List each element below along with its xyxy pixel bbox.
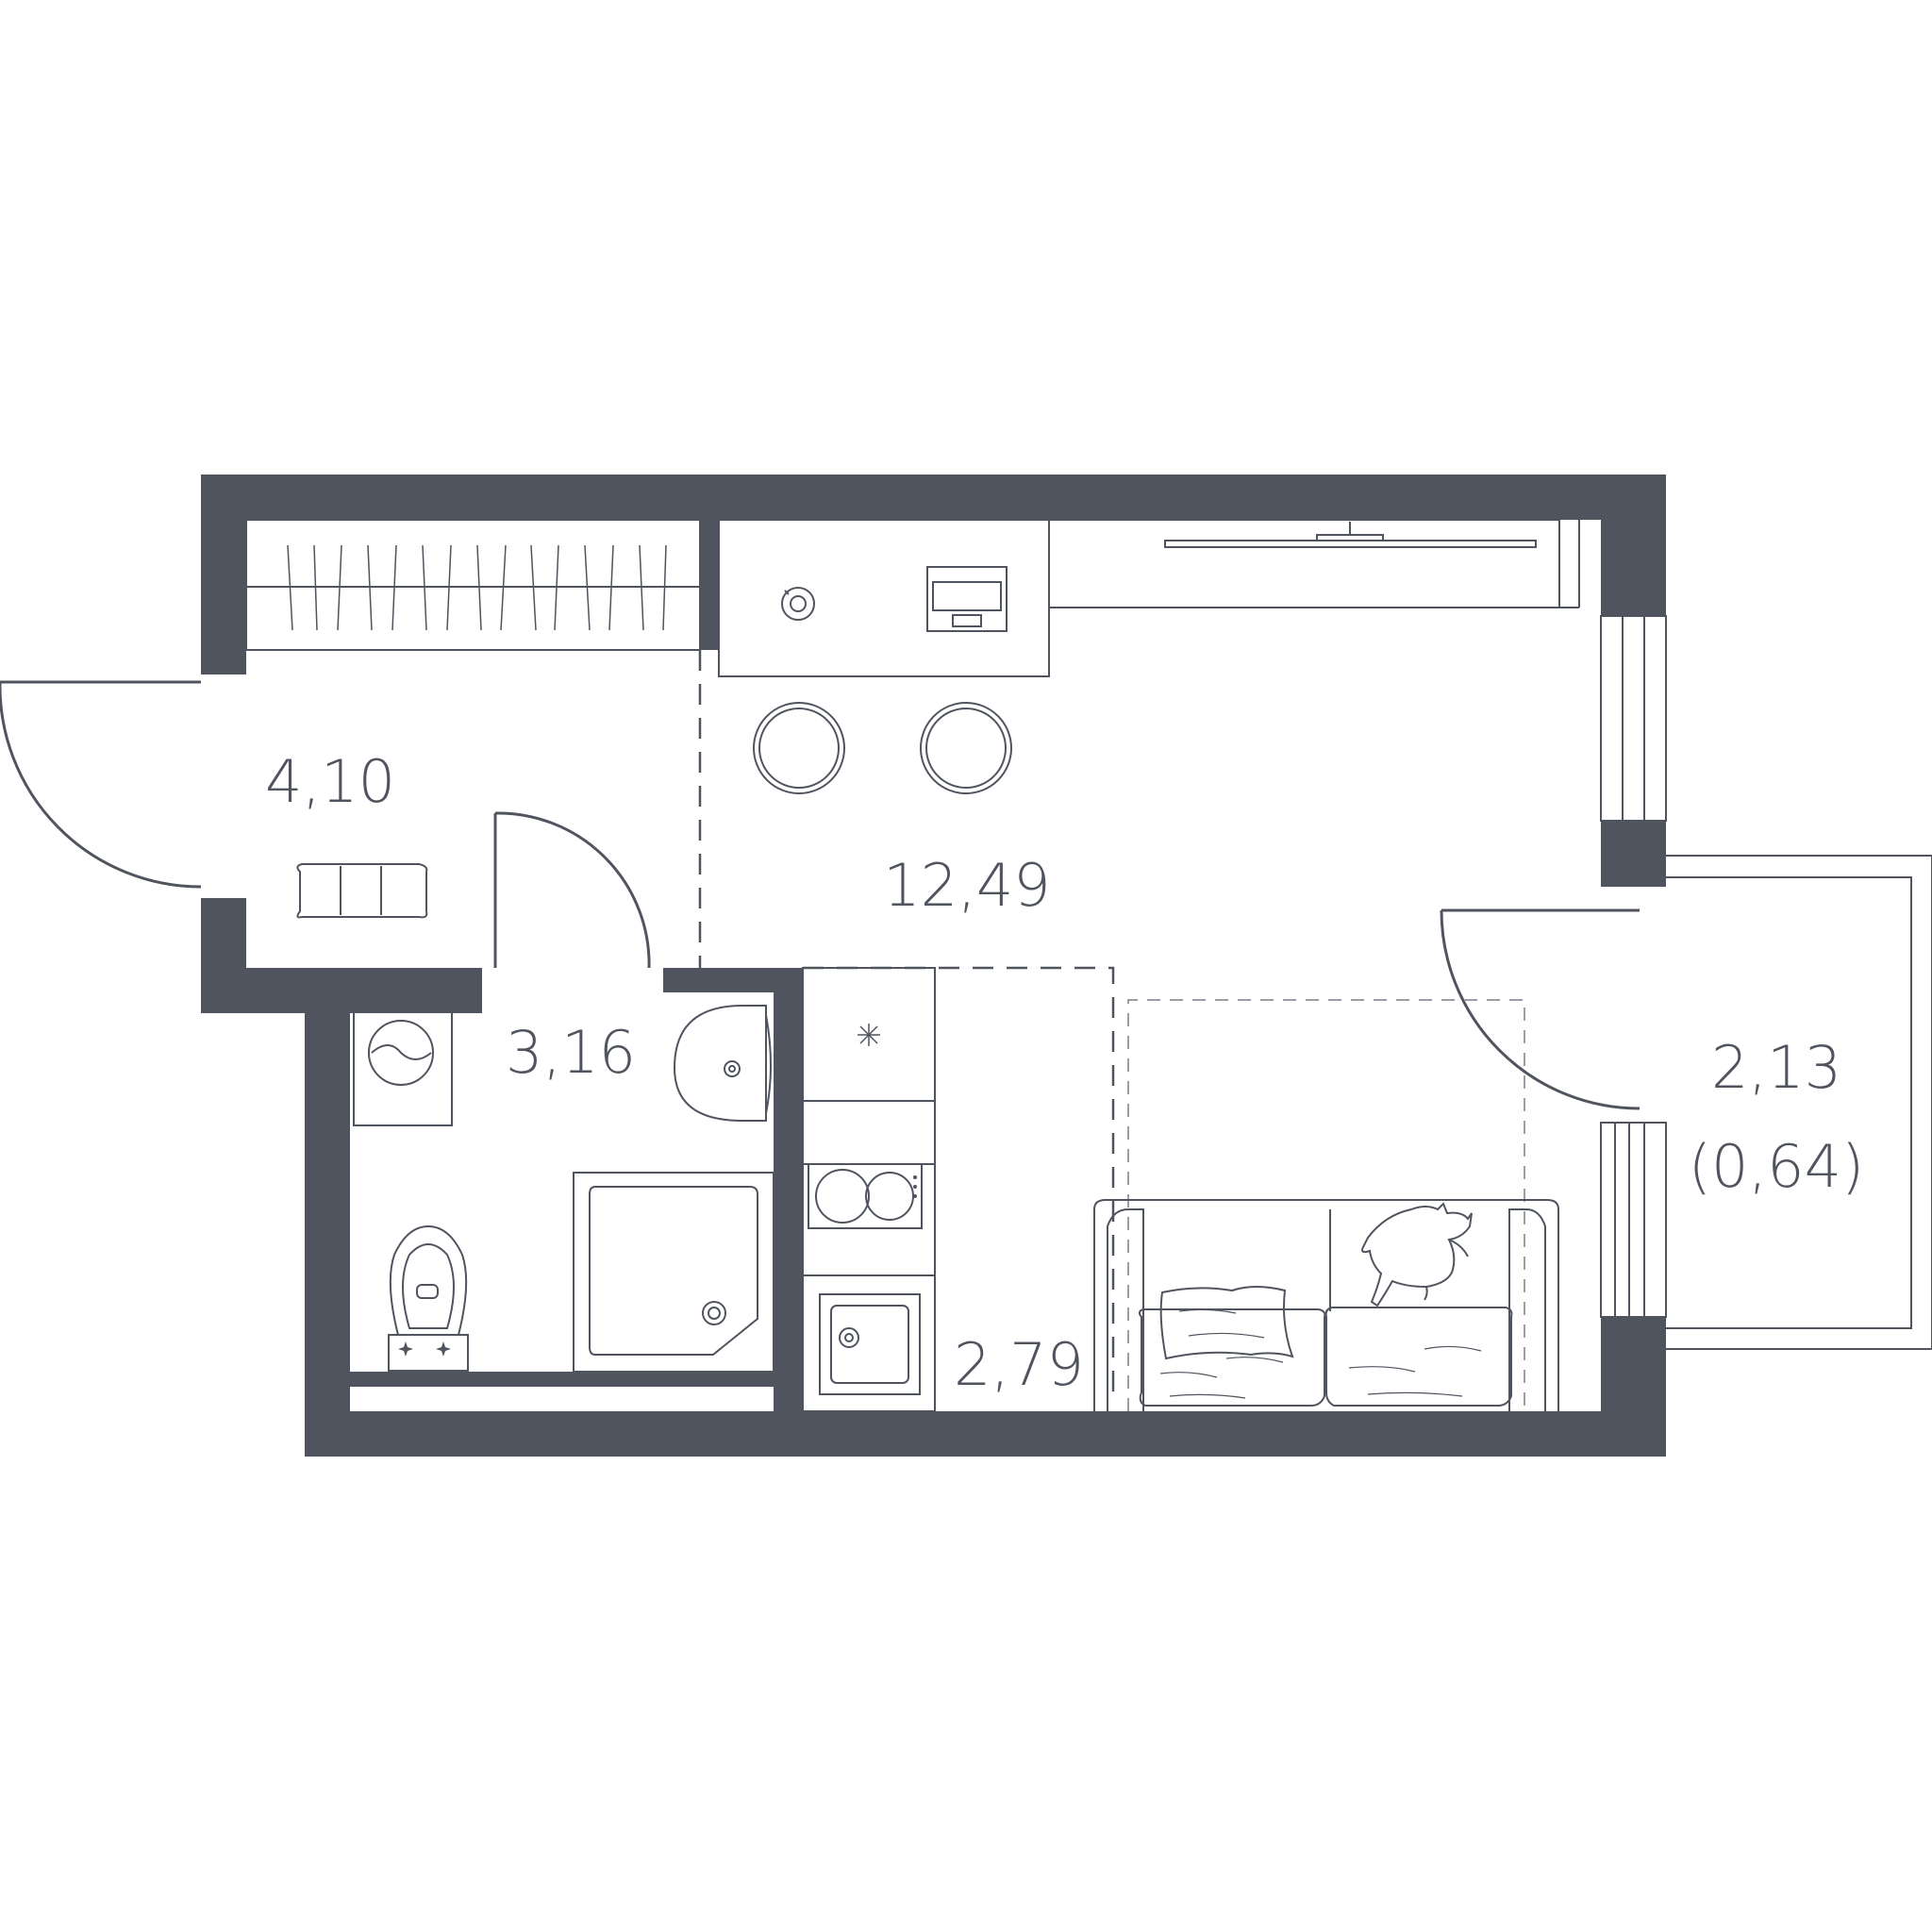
tv-console — [1048, 519, 1580, 608]
walls — [201, 475, 1666, 1457]
kitchen-sink — [819, 1293, 921, 1395]
desk — [718, 519, 1050, 677]
desk-lamp — [781, 587, 815, 621]
pouf — [296, 863, 428, 919]
bathroom-door — [493, 811, 651, 969]
chair — [753, 702, 845, 794]
pillow — [1159, 1286, 1294, 1360]
sofa — [1093, 1199, 1559, 1411]
area-labels: 4,10 12,49 3,16 2,79 2,13 (0,64) — [265, 747, 1864, 1399]
cooktop — [808, 1163, 923, 1229]
fridge — [858, 1024, 880, 1046]
window-lower — [1600, 1122, 1667, 1318]
toilet — [388, 1224, 469, 1372]
window-upper — [1600, 615, 1667, 822]
entrance-door — [0, 680, 202, 889]
zone-dividers — [698, 650, 1525, 1411]
bathroom-area: 3,16 — [506, 1018, 636, 1087]
living-area: 12,49 — [883, 851, 1051, 920]
laptop — [926, 566, 1008, 632]
tv — [1164, 522, 1537, 548]
balcony-area: 2,13 — [1711, 1033, 1841, 1102]
balcony-door — [1440, 908, 1641, 1110]
hallway-area: 4,10 — [265, 747, 395, 816]
wardrobe — [245, 519, 701, 651]
washing-machine — [353, 992, 453, 1126]
cat — [1361, 1202, 1473, 1307]
kitchen-area: 2,79 — [954, 1330, 1084, 1399]
sink — [673, 1005, 772, 1122]
shower-tray — [573, 1172, 774, 1373]
balcony — [1666, 855, 1932, 1350]
chair — [920, 702, 1012, 794]
balcony-reduced-area: (0,64) — [1689, 1132, 1864, 1201]
